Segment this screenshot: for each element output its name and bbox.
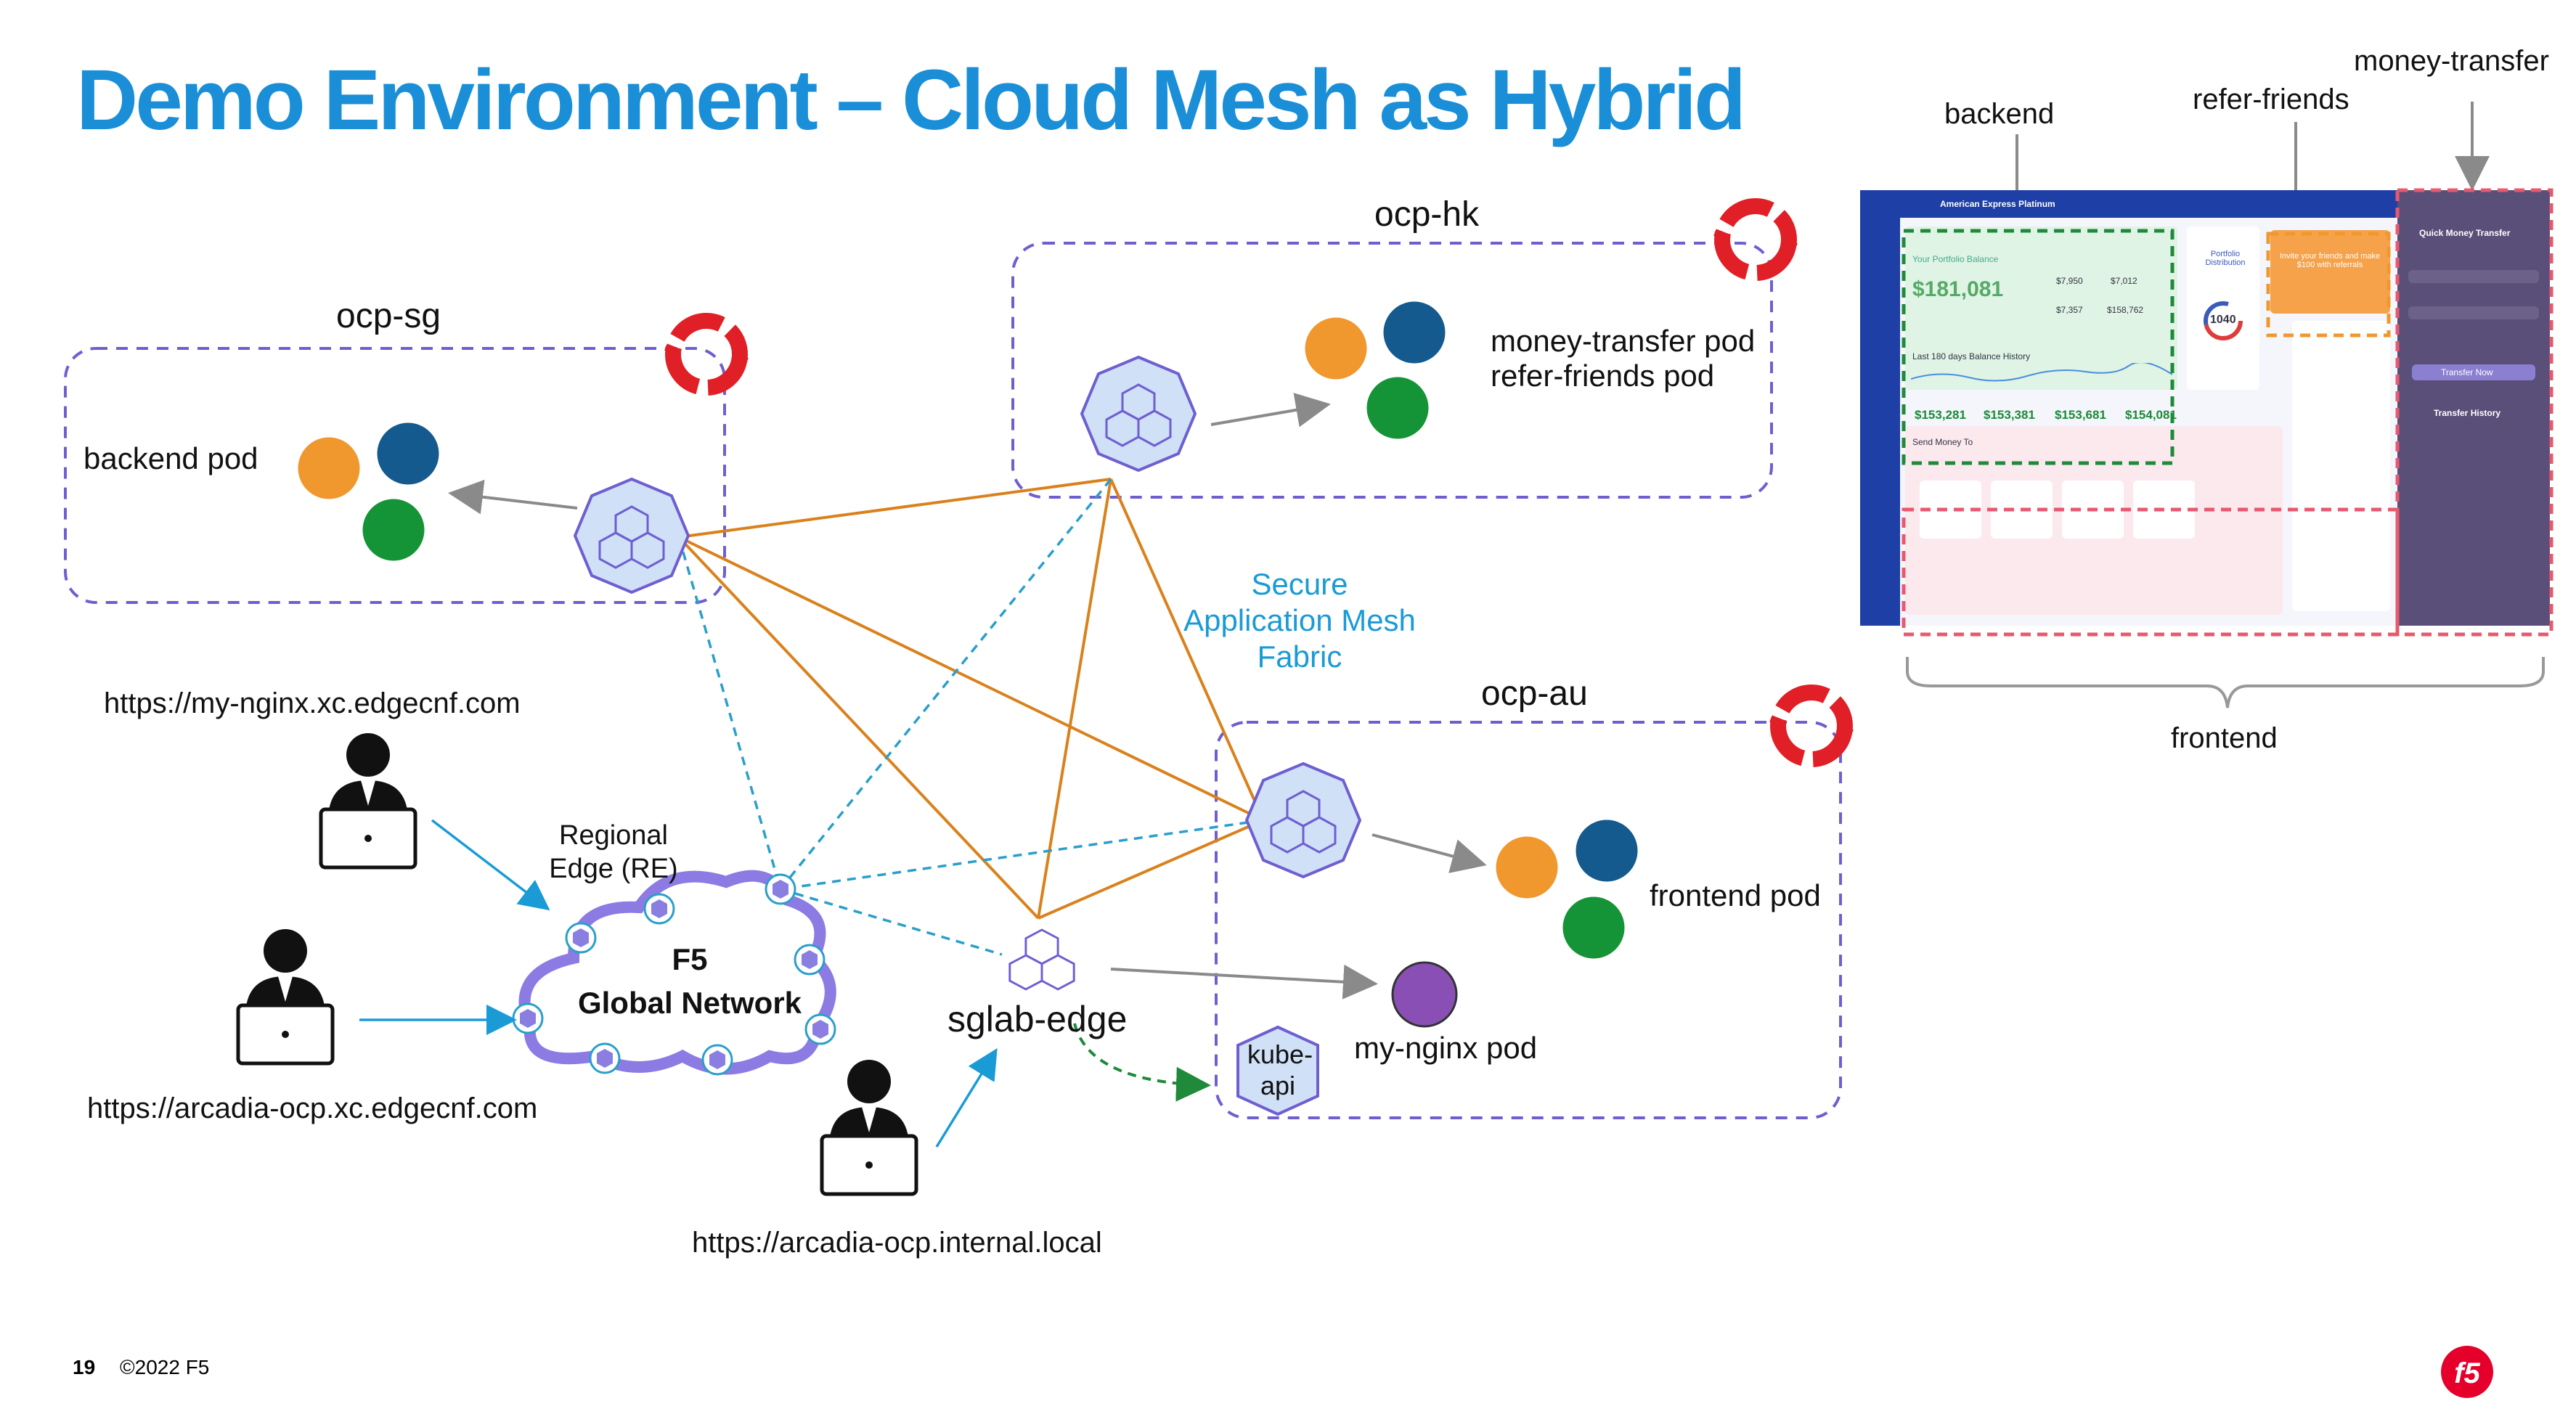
dash-select-friend	[2408, 306, 2539, 319]
dash-transfer-button	[2412, 364, 2535, 380]
pod-group-au	[1493, 817, 1640, 961]
refer-friends-pod-label: refer-friends pod	[1491, 359, 1715, 393]
cluster-box-hk	[1011, 242, 1773, 499]
dash-history-label: Last 180 days Balance History	[1912, 351, 2031, 361]
callout-money-transfer: money-transfer	[2354, 45, 2549, 77]
slide-title: Demo Environment – Cloud Mesh as Hybrid	[76, 52, 1746, 148]
callout-refer-friends: refer-friends	[2193, 83, 2349, 115]
frontend-pod-label: frontend pod	[1650, 878, 1821, 912]
copyright: ©2022 F5	[120, 1356, 210, 1378]
re-label-line2: Edge (RE)	[549, 854, 678, 884]
dash-holding-3: $7,357	[2056, 305, 2083, 315]
dash-sidebar	[1860, 190, 1900, 626]
mesh-label-line2: Application Mesh	[1183, 603, 1416, 637]
dash-stock-2: $153,381	[1984, 408, 2035, 422]
backend-pod-label: backend pod	[83, 441, 258, 475]
mesh-label-line1: Secure	[1251, 567, 1348, 601]
app-screenshot: American Express Platinum Your Portfolio…	[1860, 190, 2550, 626]
kube-api-label-2: api	[1260, 1071, 1296, 1100]
cluster-label-sg: ocp-sg	[336, 297, 441, 335]
my-nginx-pod-label: my-nginx pod	[1354, 1031, 1538, 1065]
cluster-box-au	[1215, 721, 1842, 1119]
cluster-box-sg	[64, 347, 726, 604]
pod-my-nginx	[1391, 961, 1458, 1028]
money-transfer-pod-label: money-transfer pod	[1491, 324, 1756, 358]
re-links	[677, 478, 1264, 956]
dash-send-money-label: Send Money To	[1912, 437, 1973, 447]
dash-holding-2: $7,012	[2111, 276, 2137, 286]
dash-distribution-label: Portfolio Distribution	[2205, 250, 2246, 267]
dash-distribution-card	[2187, 226, 2259, 390]
global-label-line2: Global Network	[577, 986, 802, 1020]
dash-refer-card	[2270, 230, 2390, 314]
dash-portfolio-value: $181,081	[1912, 277, 2004, 301]
global-network-label: F5 Global Network	[552, 938, 828, 1025]
dash-refer-text: Invite your friends and make $100 with r…	[2279, 252, 2381, 269]
mesh-node-edge	[1008, 928, 1075, 991]
re-label-line1: Regional	[559, 820, 668, 851]
dash-transactions	[2292, 321, 2390, 611]
cluster-label-au: ocp-au	[1481, 674, 1588, 713]
dash-money-transfer-panel	[2397, 190, 2550, 626]
dash-portfolio-card	[1905, 226, 2177, 390]
dash-holding-1: $7,950	[2056, 276, 2083, 286]
pod-group-sg	[295, 420, 441, 563]
dash-history-line	[1911, 363, 2172, 382]
dash-stock-4: $154,081	[2125, 408, 2177, 422]
dash-portfolio-label: Your Portfolio Balance	[1912, 254, 1999, 264]
pod-group-hk	[1303, 299, 1448, 441]
url-my-nginx: https://my-nginx.xc.edgecnf.com	[104, 687, 521, 719]
page-number: 19	[73, 1356, 96, 1378]
global-label-line1: F5	[672, 942, 708, 976]
mesh-links	[677, 478, 1265, 920]
url-arcadia-xc: https://arcadia-ocp.xc.edgecnf.com	[87, 1092, 538, 1124]
cluster-label-hk: ocp-hk	[1374, 195, 1480, 234]
frontend-brace	[1906, 657, 2545, 708]
callout-backend: backend	[1944, 98, 2055, 130]
dash-distribution-donut	[2204, 301, 2243, 340]
sglab-edge-label: sglab-edge	[947, 999, 1128, 1039]
mesh-label-line3: Fabric	[1257, 639, 1342, 674]
dash-card-name: American Express Platinum	[1940, 199, 2055, 209]
dash-topbar	[1860, 190, 2397, 218]
dash-distribution-value: 1040	[2210, 314, 2236, 326]
dash-stock-1: $153,281	[1915, 408, 1966, 422]
f5-logo-icon: f5	[2441, 1346, 2493, 1398]
url-arcadia-internal: https://arcadia-ocp.internal.local	[692, 1227, 1102, 1259]
kube-api-hexagon	[1236, 1025, 1319, 1116]
dash-transfer-history: Transfer History	[2434, 408, 2501, 418]
mesh-fabric-label: Secure Application Mesh Fabric	[1162, 566, 1438, 675]
dash-transfer-button-label: Transfer Now	[2441, 367, 2493, 377]
dash-select-account	[2408, 270, 2539, 283]
regional-edge-label: Regional Edge (RE)	[523, 819, 704, 886]
dash-holding-4: $158,762	[2107, 305, 2144, 315]
kube-api-label-1: kube-	[1247, 1039, 1313, 1069]
svg-text:f5: f5	[2454, 1357, 2480, 1389]
callout-frontend: frontend	[2171, 722, 2278, 754]
dash-transfer-title: Quick Money Transfer	[2419, 228, 2511, 238]
dash-stock-3: $153,681	[2055, 408, 2106, 422]
